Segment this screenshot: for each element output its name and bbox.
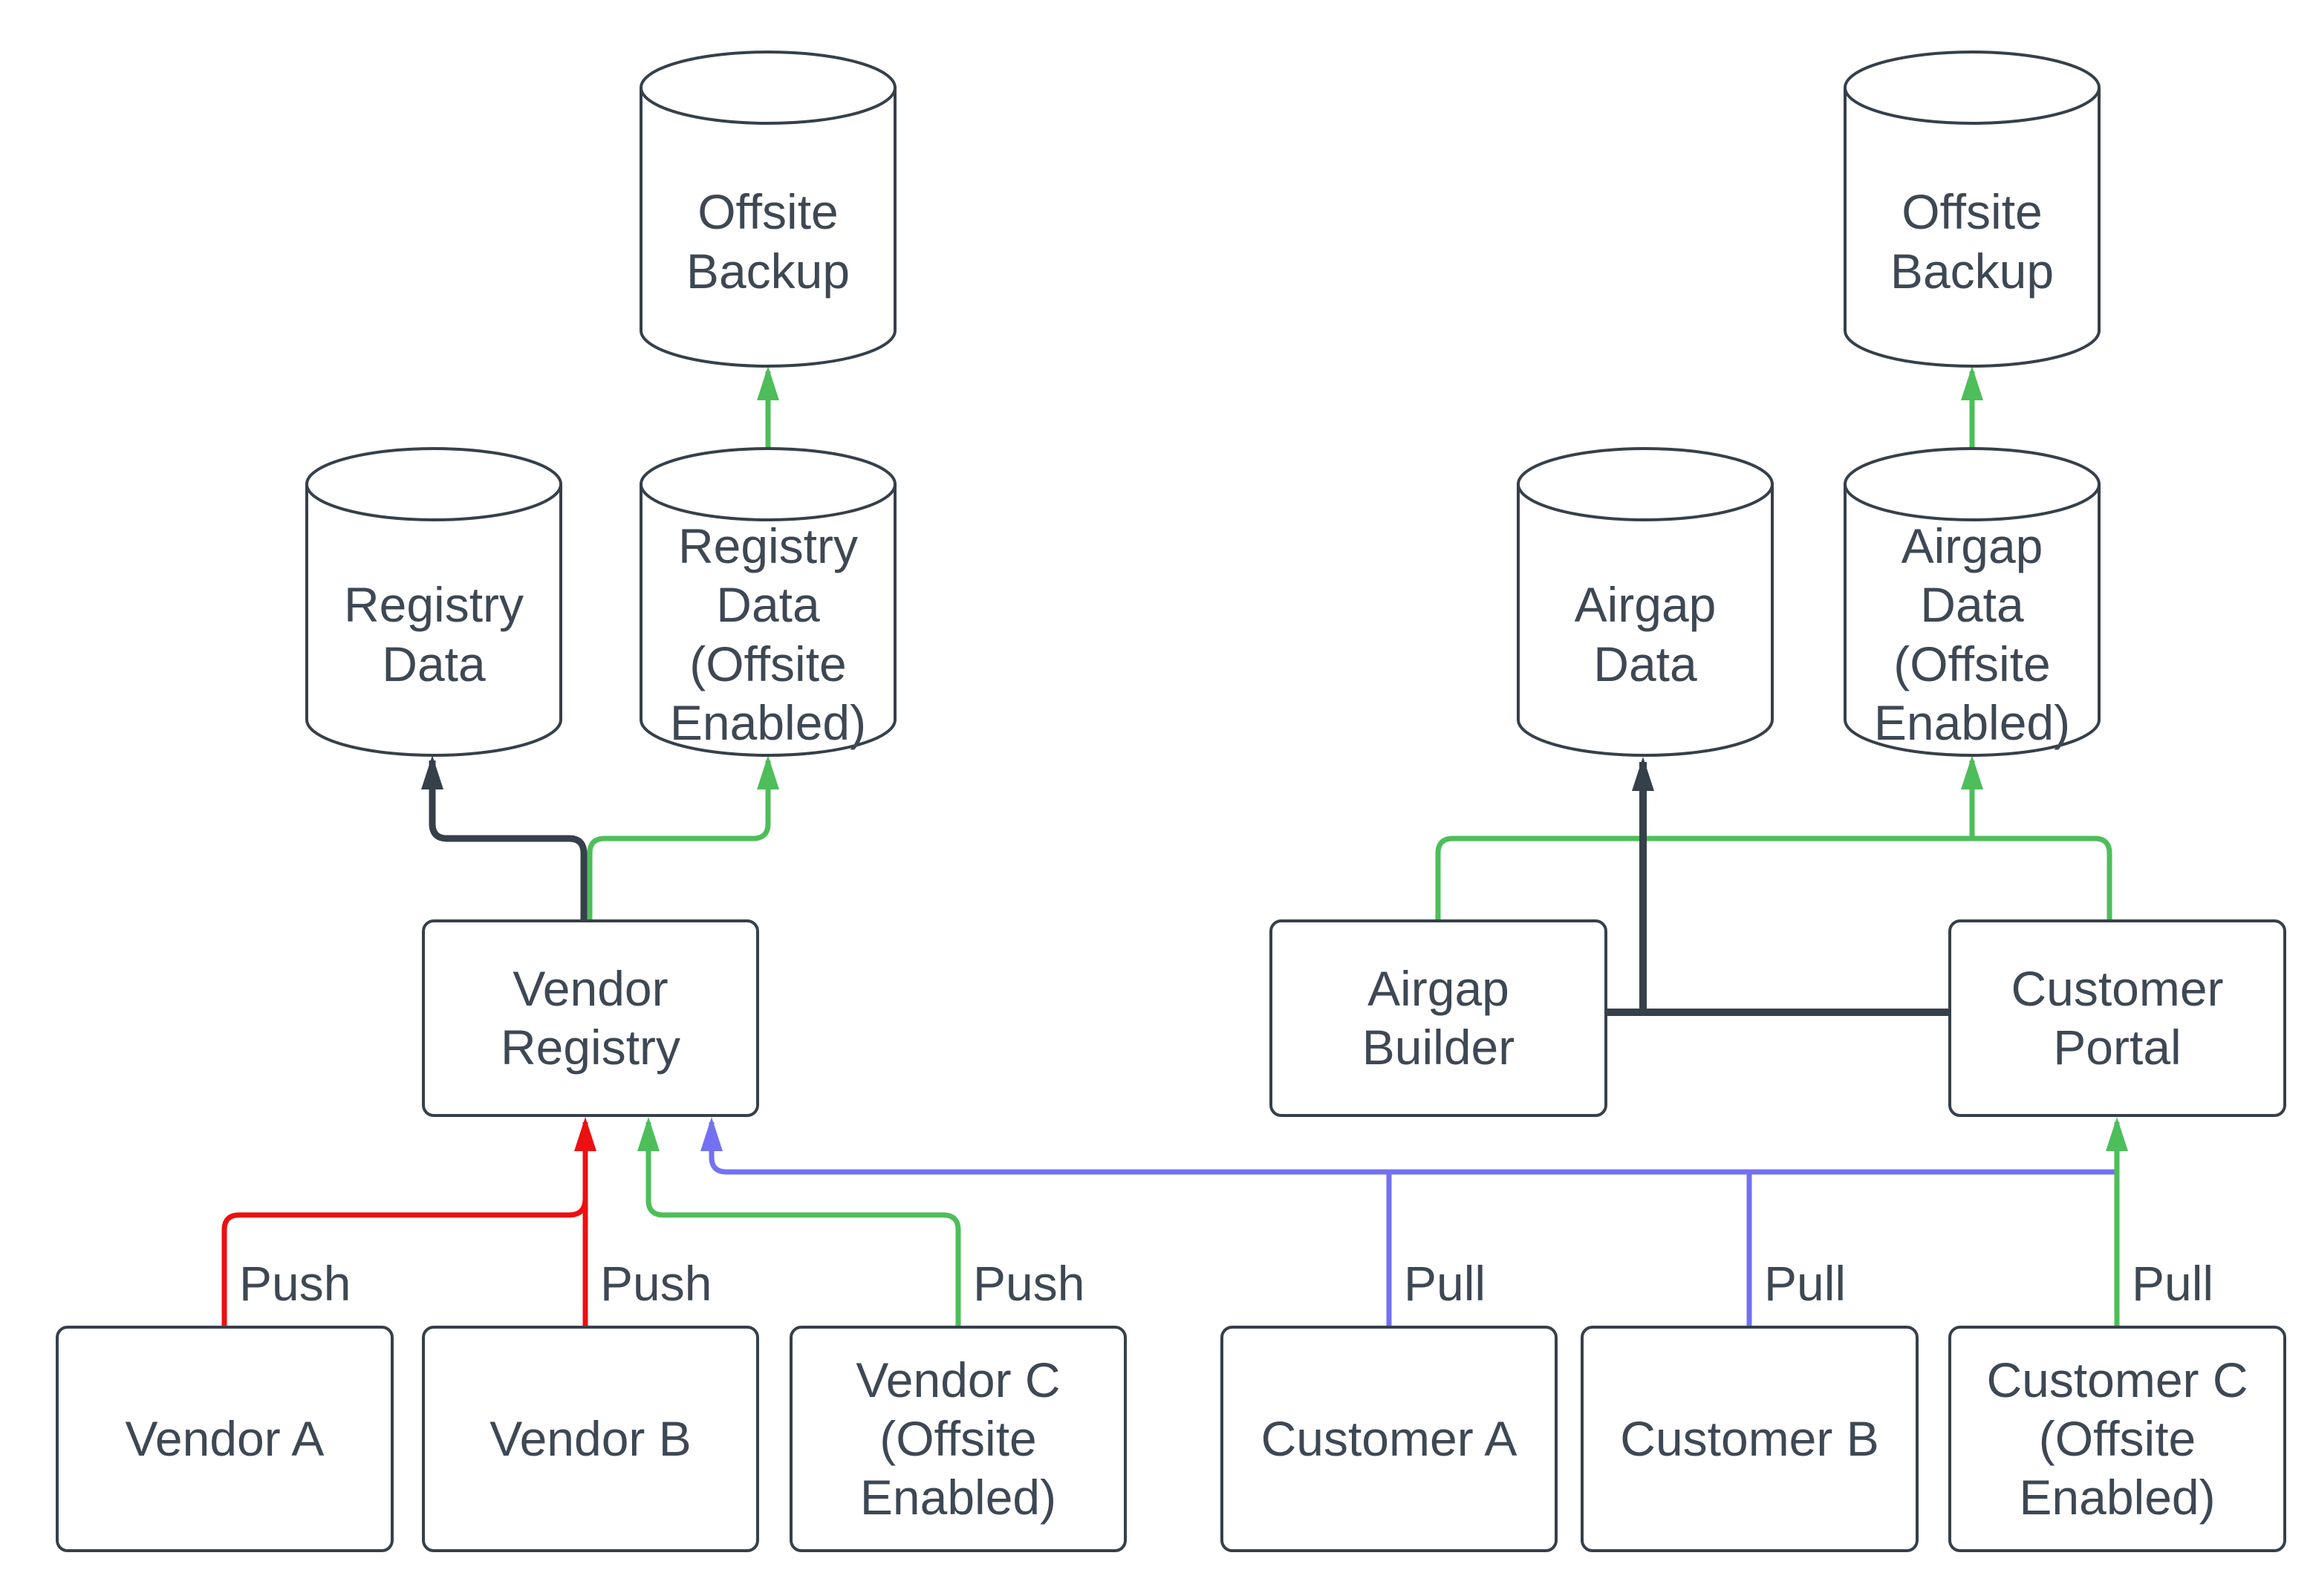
label-vendor-a: Vendor A [125, 1410, 325, 1466]
label-airgap-data: Airgap Data [1574, 577, 1717, 691]
db-offsite-backup-left [640, 51, 897, 368]
edge-label-pull-customer-a: Pull [1404, 1256, 1486, 1311]
edge-pull-main [700, 1117, 2115, 1175]
node-customer-portal: Customer Portal [1948, 919, 2286, 1117]
edge-push-vendor-c [637, 1117, 961, 1326]
db-offsite-backup-right [1844, 51, 2101, 368]
node-vendor-b: Vendor B [422, 1326, 759, 1552]
node-vendor-c: Vendor C (Offsite Enabled) [790, 1326, 1127, 1552]
label-offsite-backup-left: Offsite Backup [686, 184, 850, 299]
db-airgap-data [1517, 447, 1774, 757]
edge-label-push-vendor-b: Push [600, 1256, 712, 1311]
edge-label-push-vendor-a: Push [239, 1256, 351, 1311]
db-airgap-data-offsite [1844, 447, 2101, 757]
label-registry-data-offsite: Registry Data (Offsite Enabled) [669, 518, 867, 750]
edge-label-push-vendor-c: Push [973, 1256, 1085, 1311]
label-vendor-registry: Vendor Registry [500, 960, 681, 1075]
node-customer-c: Customer C (Offsite Enabled) [1948, 1326, 2286, 1552]
label-customer-portal: Customer Portal [2011, 960, 2224, 1075]
edge-label-pull-customer-c: Pull [2132, 1256, 2214, 1311]
node-airgap-builder: Airgap Builder [1269, 919, 1607, 1117]
node-vendor-a: Vendor A [56, 1326, 394, 1552]
edge-registry-store-dark [421, 755, 588, 919]
label-offsite-backup-right: Offsite Backup [1890, 184, 2055, 299]
edge-builder-portal-green [1435, 836, 2112, 919]
db-registry-data [305, 447, 562, 757]
db-registry-data-offsite [640, 447, 897, 757]
node-vendor-registry: Vendor Registry [422, 919, 759, 1117]
edge-registry-store-green [587, 755, 779, 919]
label-airgap-data-offsite: Airgap Data (Offsite Enabled) [1873, 518, 2071, 750]
label-airgap-builder: Airgap Builder [1362, 960, 1515, 1075]
label-registry-data: Registry Data [343, 577, 524, 691]
node-customer-a: Customer A [1220, 1326, 1558, 1552]
label-customer-b: Customer B [1620, 1410, 1879, 1466]
label-vendor-b: Vendor B [489, 1410, 692, 1466]
node-customer-b: Customer B [1581, 1326, 1919, 1552]
label-vendor-c: Vendor C (Offsite Enabled) [856, 1352, 1061, 1525]
label-customer-a: Customer A [1260, 1410, 1517, 1466]
edge-label-pull-customer-b: Pull [1764, 1256, 1847, 1311]
label-customer-c: Customer C (Offsite Enabled) [1986, 1352, 2248, 1525]
